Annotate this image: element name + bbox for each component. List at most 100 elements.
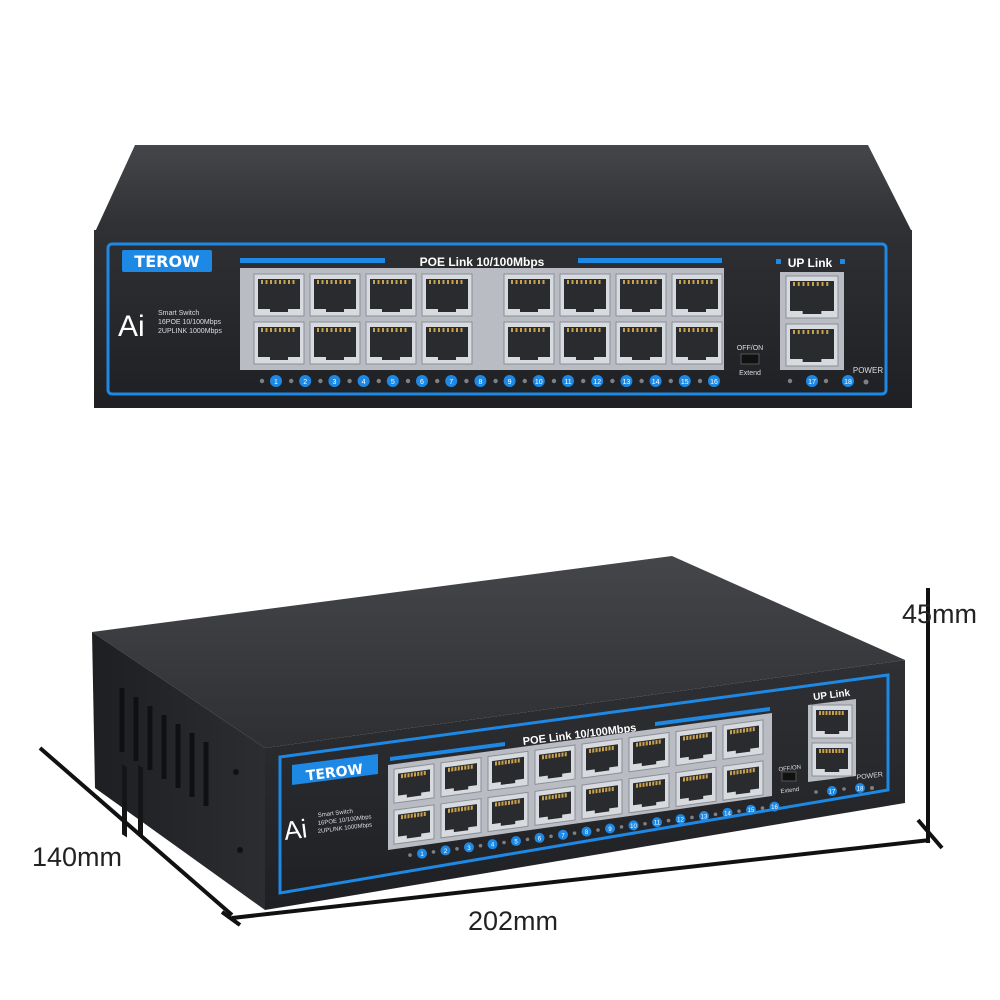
port-number-badge — [416, 375, 428, 387]
rj45-port[interactable] — [615, 273, 667, 317]
port-number-perspective: 14 — [724, 811, 731, 817]
power-led — [863, 379, 869, 385]
rj45-port[interactable] — [253, 321, 305, 365]
port-led-perspective — [760, 806, 765, 810]
port-led — [376, 378, 381, 384]
extend-switch[interactable] — [740, 353, 760, 365]
rj45-port[interactable] — [421, 273, 473, 317]
rj45-port-perspective[interactable] — [534, 744, 576, 785]
uplink-led — [823, 378, 829, 384]
port-led-perspective — [525, 837, 530, 842]
rj45-port[interactable] — [365, 273, 417, 317]
uplink-number: 18 — [844, 379, 852, 386]
port-number-badge-perspective — [581, 826, 592, 837]
model-line-1: Smart Switch — [158, 310, 199, 317]
port-number-badge — [532, 375, 545, 387]
port-number: 16 — [710, 379, 718, 386]
port-number-badge — [620, 375, 633, 387]
poe-bar-left — [240, 258, 385, 263]
rj45-port-perspective[interactable] — [628, 772, 670, 814]
width-dimension-line — [231, 838, 931, 920]
power-led-perspective — [870, 786, 874, 790]
port-number: 11 — [564, 379, 571, 386]
uplink-number-perspective: 17 — [829, 790, 836, 796]
width-dimension-label: 202mm — [468, 906, 558, 936]
rj45-port[interactable] — [559, 321, 611, 365]
brand-badge-perspective — [292, 754, 378, 785]
rj45-port-perspective[interactable] — [393, 804, 435, 845]
port-number-badge — [503, 375, 516, 387]
vent-slots — [119, 688, 209, 806]
switch-bottom-label: Extend — [739, 370, 761, 377]
power-label-perspective: POWER — [856, 771, 883, 781]
port-led — [697, 378, 703, 384]
port-led — [347, 378, 352, 384]
rj45-port-perspective[interactable] — [534, 785, 576, 826]
switch-perspective-view: TEROW Ai Smart Switch 16POE 10/100Mbps 2… — [92, 556, 905, 910]
uplink-label-perspective: UP Link — [813, 688, 852, 703]
rj45-port[interactable] — [365, 321, 417, 365]
rj45-port-perspective[interactable] — [581, 779, 623, 820]
uplink-number-badge — [842, 375, 854, 387]
uplink-port-grid — [785, 275, 839, 367]
uplink-rj45-port-perspective[interactable] — [811, 704, 853, 739]
port-number: 15 — [681, 379, 689, 386]
rj45-port[interactable] — [309, 321, 361, 365]
port-number-perspective: 6 — [538, 836, 542, 842]
uplink-rj45-port[interactable] — [785, 275, 839, 319]
brand-badge — [122, 250, 212, 272]
rj45-port[interactable] — [559, 273, 611, 317]
port-led-perspective — [713, 812, 718, 817]
port-led-perspective — [478, 843, 483, 848]
rj45-port-perspective[interactable] — [440, 756, 482, 798]
rj45-port-perspective[interactable] — [487, 791, 529, 833]
port-number-perspective: 9 — [608, 827, 612, 833]
model-line-1-perspective: Smart Switch — [318, 809, 354, 819]
rj45-port[interactable] — [503, 273, 555, 317]
chassis-top-surface — [95, 145, 912, 232]
port-number-perspective: 7 — [561, 833, 565, 839]
port-number-perspective: 2 — [444, 849, 448, 855]
rj45-port-perspective[interactable] — [440, 797, 482, 839]
rj45-port[interactable] — [253, 273, 305, 317]
poe-bar-right — [578, 258, 722, 263]
rj45-port-perspective[interactable] — [581, 738, 623, 779]
ai-mark: Ai — [118, 310, 145, 343]
port-led-perspective — [619, 825, 624, 829]
brand-logo: TEROW — [134, 252, 200, 271]
rj45-port-perspective[interactable] — [675, 766, 717, 808]
switch-front-view: TEROW Ai Smart Switch 16POE 10/100Mbps 2… — [94, 145, 912, 408]
port-led-perspective — [431, 850, 436, 854]
rj45-port[interactable] — [503, 321, 555, 365]
port-number: 8 — [478, 379, 482, 386]
uplink-led-perspective — [814, 790, 818, 794]
port-number: 9 — [508, 379, 512, 386]
side-screw — [237, 847, 243, 853]
uplink-number-badge — [806, 375, 818, 387]
port-number-perspective: 5 — [514, 840, 518, 846]
rj45-port-perspective[interactable] — [722, 760, 764, 801]
rj45-port[interactable] — [671, 273, 723, 317]
rj45-port[interactable] — [309, 273, 361, 317]
uplink-rj45-port-perspective[interactable] — [811, 742, 853, 777]
port-number-badge-perspective — [558, 829, 568, 840]
port-number: 10 — [535, 379, 543, 386]
extend-switch-perspective[interactable] — [781, 771, 797, 782]
port-number-badge — [678, 375, 691, 387]
rj45-port[interactable] — [671, 321, 723, 365]
rj45-port[interactable] — [615, 321, 667, 365]
port-number-badge — [649, 375, 662, 387]
uplink-label: UP Link — [788, 256, 833, 270]
rj45-port-perspective[interactable] — [487, 750, 529, 792]
rj45-port[interactable] — [421, 321, 473, 365]
rj45-port-perspective[interactable] — [722, 719, 764, 760]
rj45-port-perspective[interactable] — [675, 725, 717, 767]
rj45-port-perspective[interactable] — [393, 763, 435, 804]
port-number-perspective: 3 — [467, 846, 471, 852]
port-led — [493, 378, 498, 384]
rj45-port-perspective[interactable] — [628, 731, 670, 773]
uplink-rj45-port[interactable] — [785, 323, 839, 367]
port-number-badge-perspective — [417, 848, 427, 859]
